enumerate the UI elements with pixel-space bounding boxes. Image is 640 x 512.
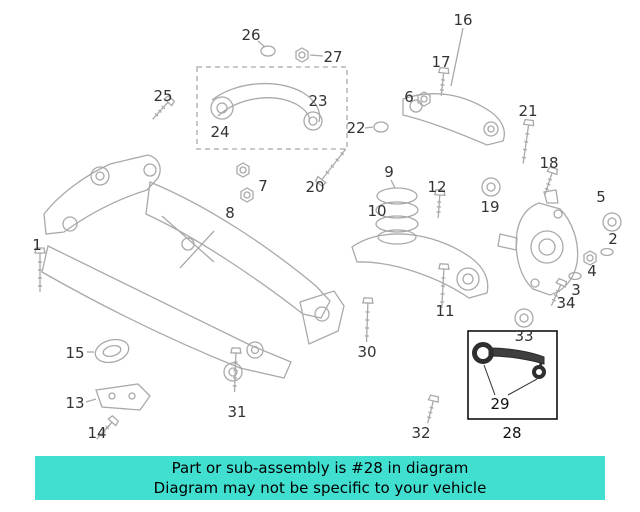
part-label-11: 11	[435, 302, 455, 320]
part-label-8: 8	[225, 204, 235, 222]
part-label-9: 9	[384, 163, 394, 181]
caption-line-2: Diagram may not be specific to your vehi…	[153, 479, 487, 497]
part-label-14: 14	[87, 424, 107, 442]
part-label-28: 28	[502, 424, 522, 442]
caption-bar: Part or sub-assembly is #28 in diagram D…	[35, 456, 605, 500]
part-label-1: 1	[32, 236, 42, 254]
part-label-21: 21	[518, 102, 538, 120]
diagram-linework	[34, 27, 622, 444]
part-label-32: 32	[411, 424, 431, 442]
part-label-12: 12	[427, 178, 447, 196]
part-label-16: 16	[453, 11, 473, 29]
part-label-27: 27	[323, 48, 343, 66]
caption-line-1: Part or sub-assembly is #28 in diagram	[171, 459, 469, 477]
part-label-4: 4	[587, 262, 597, 280]
part-label-19: 19	[480, 198, 500, 216]
control-arm-shape	[488, 347, 545, 365]
part-label-5: 5	[596, 188, 606, 206]
part-label-7: 7	[258, 177, 268, 195]
part-label-22: 22	[346, 119, 366, 137]
part-label-25: 25	[153, 87, 173, 105]
part-label-24: 24	[210, 123, 230, 141]
part-label-20: 20	[305, 178, 325, 196]
part-label-17: 17	[431, 53, 451, 71]
part-label-29: 29	[490, 395, 510, 413]
arm-left-bushing	[472, 342, 494, 364]
part-label-30: 30	[357, 343, 377, 361]
part-label-34: 34	[556, 294, 576, 312]
part-label-15: 15	[65, 344, 85, 362]
part-label-18: 18	[539, 154, 559, 172]
part-label-31: 31	[227, 403, 247, 421]
part-label-33: 33	[514, 327, 534, 345]
part-label-3: 3	[571, 281, 581, 299]
arm-right-bushing	[532, 365, 546, 379]
part-label-23: 23	[308, 92, 328, 110]
highlighted-part-28	[467, 330, 558, 420]
part-label-13: 13	[65, 394, 85, 412]
part-label-26: 26	[241, 26, 261, 44]
part-label-10: 10	[367, 202, 387, 220]
part-label-2: 2	[608, 230, 618, 248]
upper-arm-dashed-box	[196, 66, 348, 150]
part-label-6: 6	[404, 88, 414, 106]
